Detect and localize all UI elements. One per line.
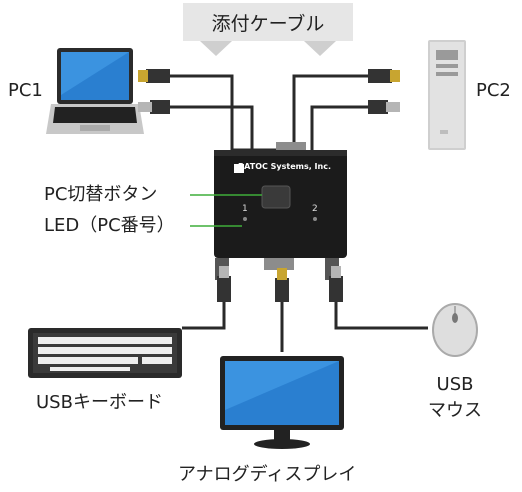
switch-button-label: PC切替ボタン — [44, 184, 158, 205]
pc2-label: PC2 — [476, 80, 511, 101]
usb-mouse-label-line2: マウス — [428, 400, 482, 421]
banner-arrow-left — [200, 41, 232, 56]
pc2-cables — [292, 74, 368, 150]
mouse-icon — [432, 303, 478, 357]
pc1-label: PC1 — [8, 80, 43, 101]
port-1-label: 1 — [242, 204, 248, 214]
usb-mouse-label-line1: USB — [436, 374, 474, 395]
pc-tower-icon — [428, 40, 466, 150]
cable-banner: 添付ケーブル — [183, 3, 353, 41]
laptop-icon — [46, 48, 144, 134]
pc1-cables — [170, 74, 280, 152]
keyboard-icon — [28, 328, 182, 378]
hdmi-plug-icon — [138, 69, 400, 83]
analog-display-label: アナログディスプレイ — [178, 464, 357, 485]
banner-arrow-right — [304, 41, 336, 56]
usb-keyboard-label: USBキーボード — [36, 392, 163, 413]
device-brand: RATOC Systems, Inc. — [238, 162, 332, 171]
peripheral-cables — [182, 300, 428, 352]
monitor-icon — [220, 356, 344, 449]
led-label: LED（PC番号） — [44, 215, 175, 236]
usb-plug-icon — [138, 100, 400, 114]
kvm-switch-icon — [214, 150, 347, 258]
port-2-label: 2 — [312, 204, 318, 214]
